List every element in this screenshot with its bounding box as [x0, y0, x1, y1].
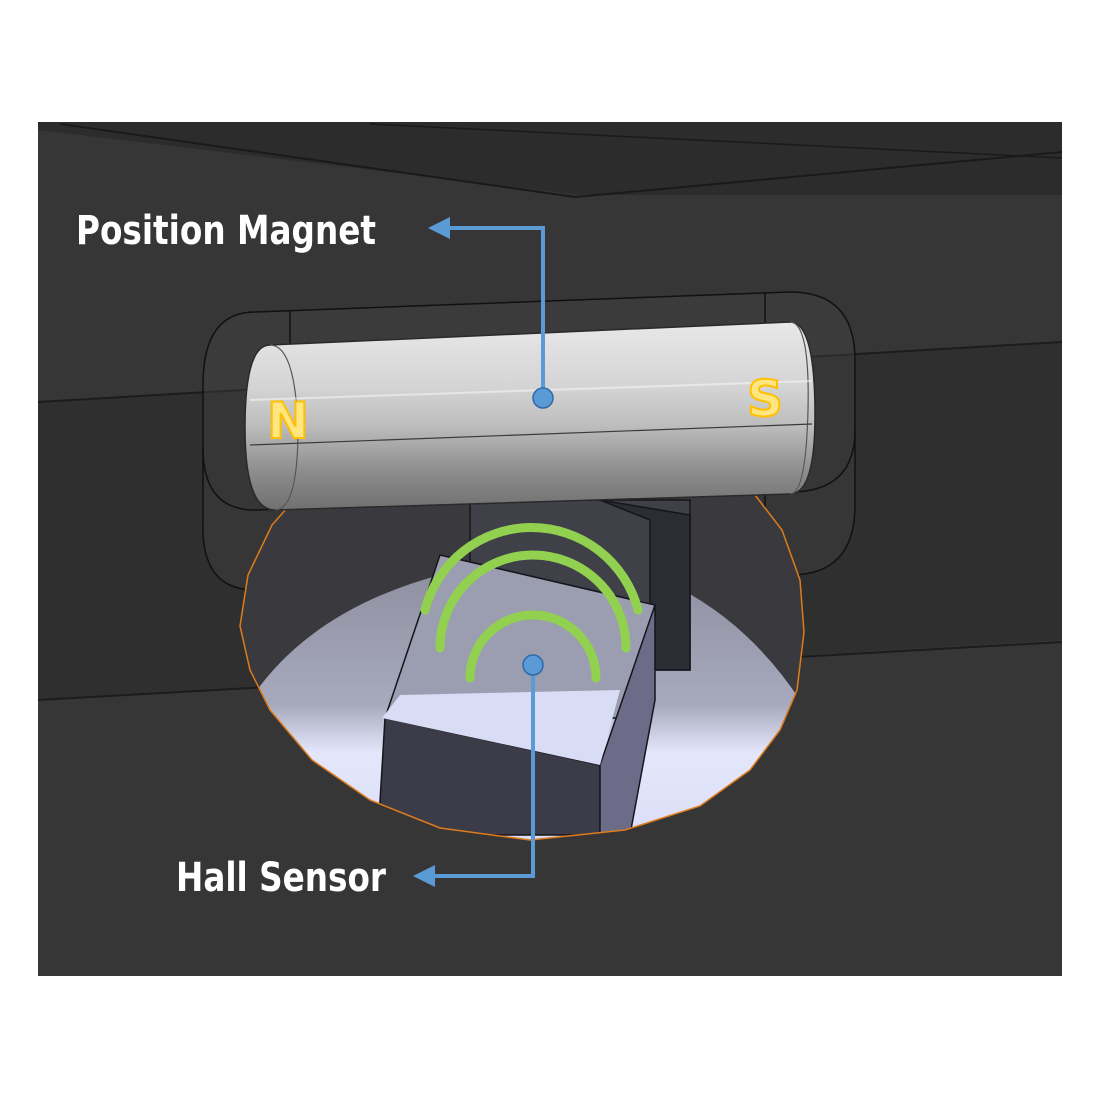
hall-sensor-label: Hall Sensor [176, 855, 386, 901]
left-arrow-icon [413, 865, 435, 887]
left-arrow-icon [428, 217, 450, 239]
south-pole-label: S [747, 370, 783, 428]
position-magnet-label: Position Magnet [76, 208, 376, 254]
sensor-anchor-dot [522, 654, 544, 676]
magnet-anchor-dot [532, 387, 554, 409]
north-pole-label: N [267, 392, 309, 450]
position-magnet-body [244, 321, 816, 511]
hall-sensor-callout [413, 654, 544, 887]
position-magnet-callout [428, 217, 554, 409]
wireless-signal-icon [420, 523, 643, 683]
